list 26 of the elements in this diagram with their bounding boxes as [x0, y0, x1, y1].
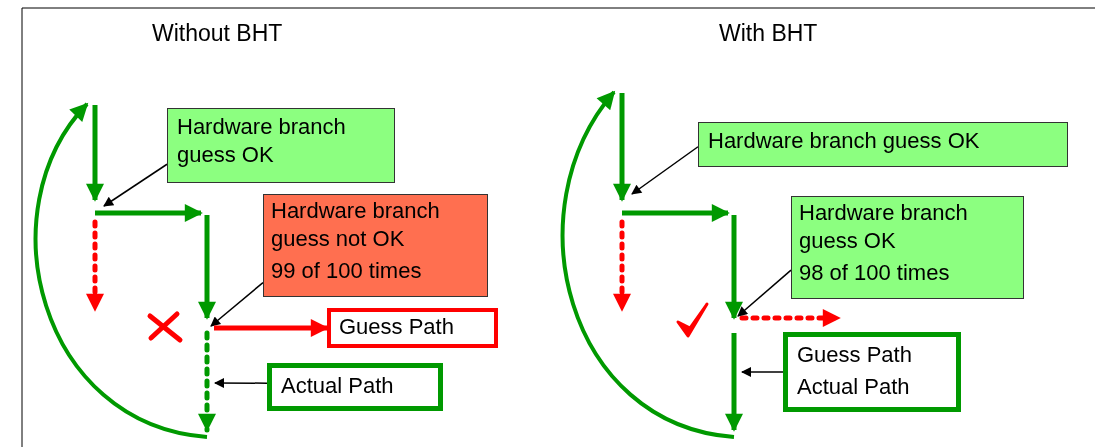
callout-box	[791, 196, 1024, 299]
callout-box	[783, 332, 961, 412]
callout-box	[327, 308, 498, 348]
callout-text: 98 of 100 times	[799, 259, 951, 287]
leader-line	[214, 378, 268, 389]
callout-text: Hardware branch guess OK	[799, 199, 969, 255]
leader-line	[210, 281, 264, 327]
leader-line	[741, 367, 784, 377]
callout-text: Hardware branch guess OK	[708, 127, 981, 155]
callout-box	[167, 108, 395, 183]
callout-text: Guess Path	[797, 341, 913, 369]
arrow	[214, 319, 329, 337]
leader-line	[103, 163, 168, 207]
panel-heading: Without BHT	[152, 19, 283, 48]
callout-box	[698, 122, 1068, 167]
callout-text: Hardware branch guess not OK	[271, 197, 441, 253]
leader-line	[631, 146, 699, 195]
callout-box	[263, 194, 488, 297]
callout-text: Guess Path	[339, 313, 455, 341]
callout-text: 99 of 100 times	[271, 257, 423, 285]
leader-line	[737, 269, 792, 317]
callout-text: Hardware branch guess OK	[177, 113, 347, 169]
callout-text: Actual Path	[797, 373, 911, 401]
panel-heading: With BHT	[719, 19, 818, 48]
callout-box	[267, 363, 443, 411]
callout-text: Actual Path	[281, 372, 395, 400]
